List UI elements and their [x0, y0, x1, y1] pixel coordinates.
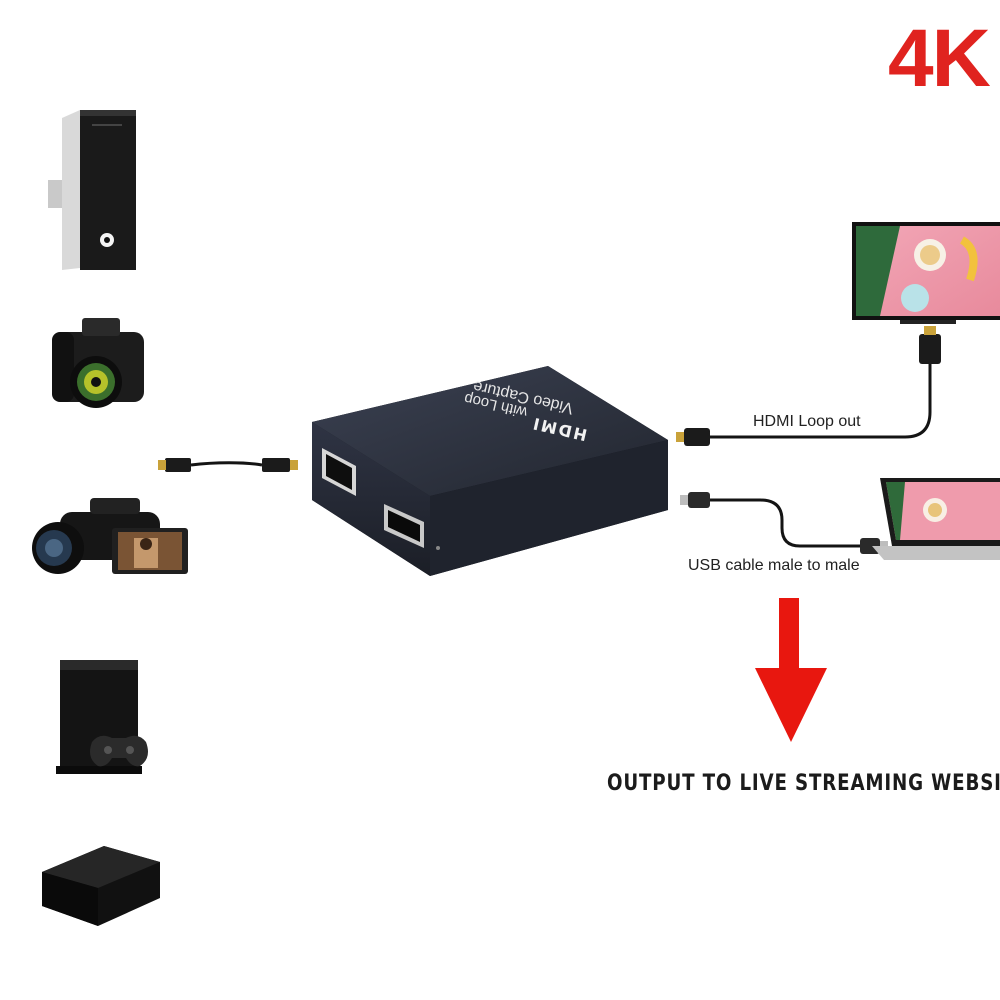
- input-hdmi-cable: [158, 458, 298, 472]
- camcorder-icon: [32, 498, 188, 574]
- dslr-camera-icon: [52, 318, 144, 408]
- usb-cable: [680, 492, 888, 554]
- tv-box-icon: tv: [42, 846, 160, 926]
- laptop-icon: [872, 478, 1000, 560]
- loop-out-cable: [676, 326, 941, 446]
- hdmi-loop-out-label: HDMI Loop out: [753, 413, 861, 430]
- 4k-badge: 4K: [888, 13, 991, 104]
- output-streaming-caption: OUTPUT TO LIVE STREAMING WEBSITE: [607, 771, 1000, 796]
- tv-monitor-icon: [852, 222, 1000, 324]
- capture-device: HDMI Video Capture with Loop: [312, 366, 668, 576]
- down-arrow-icon: [755, 598, 827, 742]
- pc-tower-icon: [48, 110, 136, 270]
- usb-cable-label: USB cable male to male: [688, 557, 860, 574]
- game-console-icon: [56, 660, 148, 774]
